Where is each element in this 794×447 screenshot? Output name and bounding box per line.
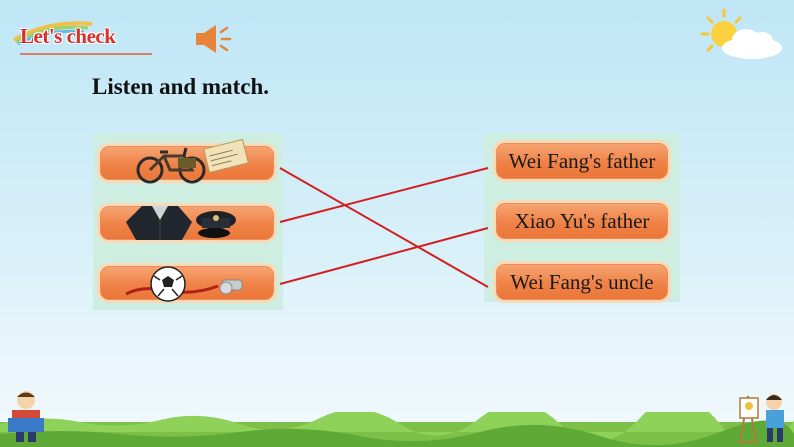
match-line-3	[279, 227, 489, 285]
speaker-icon[interactable]	[192, 22, 234, 56]
football-whistle-icon	[125, 266, 243, 302]
match-item-bicycle[interactable]	[97, 138, 277, 184]
match-label-1[interactable]: Wei Fang's father	[493, 140, 671, 182]
bicycle-letter-icon	[136, 138, 249, 184]
match-item-police[interactable]	[97, 203, 277, 243]
instruction-text: Listen and match.	[92, 74, 269, 99]
police-uniform-cap-icon	[126, 206, 236, 240]
title-badge	[12, 21, 152, 55]
reading-child-icon	[8, 391, 44, 442]
match-label-text: Wei Fang's father	[508, 148, 656, 173]
grass-decoration	[0, 412, 794, 447]
match-item-football[interactable]	[97, 263, 277, 303]
painting-child-icon	[738, 394, 784, 443]
sun-cloud-icon	[700, 8, 782, 59]
left-picture-panel	[93, 133, 283, 310]
match-label-text: Wei Fang's uncle	[510, 269, 654, 294]
match-line-2	[279, 167, 489, 223]
right-label-panel: Wei Fang's father Xiao Yu's father Wei F…	[484, 133, 680, 303]
match-label-3[interactable]: Wei Fang's uncle	[493, 261, 671, 303]
match-line-1	[279, 167, 489, 288]
match-label-text: Xiao Yu's father	[514, 208, 650, 233]
page-title: Let's check	[20, 24, 116, 48]
match-label-2[interactable]: Xiao Yu's father	[493, 200, 671, 242]
